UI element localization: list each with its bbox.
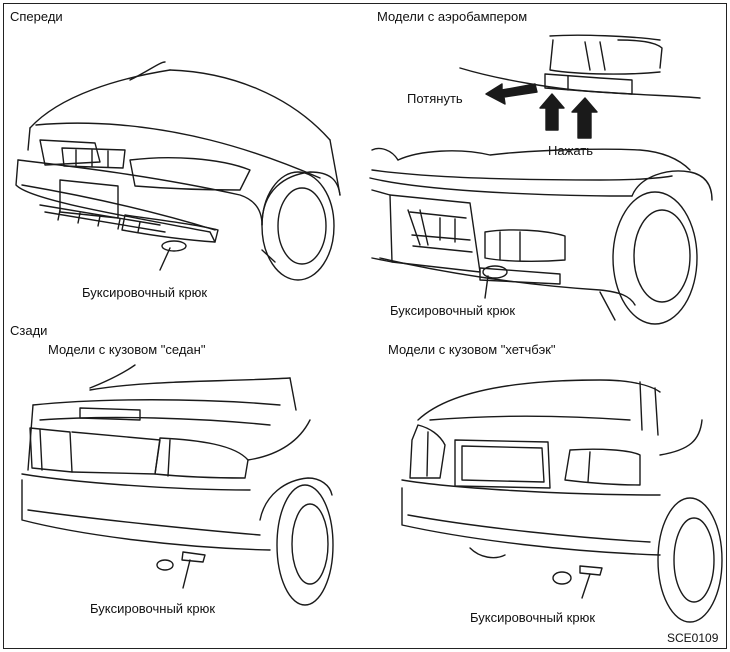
front-heading: Спереди bbox=[10, 9, 63, 24]
sedan-models-heading: Модели с кузовом "седан" bbox=[48, 342, 206, 357]
push-label: Нажать bbox=[548, 143, 593, 158]
hatchback-rear-illustration bbox=[401, 379, 723, 623]
tow-hook-front-label: Буксировочный крюк bbox=[82, 285, 208, 300]
diagram-frame bbox=[3, 3, 727, 649]
front-car-illustration bbox=[15, 61, 341, 281]
hatchback-models-heading: Модели с кузовом "хетчбэк" bbox=[388, 342, 556, 357]
tow-hook-aero-label: Буксировочный крюк bbox=[390, 303, 516, 318]
figure-code: SCE0109 bbox=[667, 631, 719, 645]
tow-hook-hatchback-label: Буксировочный крюк bbox=[470, 610, 596, 625]
aero-models-heading: Модели с аэробампером bbox=[377, 9, 528, 24]
tow-hook-sedan-label: Буксировочный крюк bbox=[90, 601, 216, 616]
rear-heading: Сзади bbox=[10, 323, 48, 338]
sedan-rear-illustration bbox=[21, 364, 334, 606]
aero-bumper-illustration bbox=[369, 34, 713, 325]
pull-label: Потянуть bbox=[407, 91, 463, 106]
